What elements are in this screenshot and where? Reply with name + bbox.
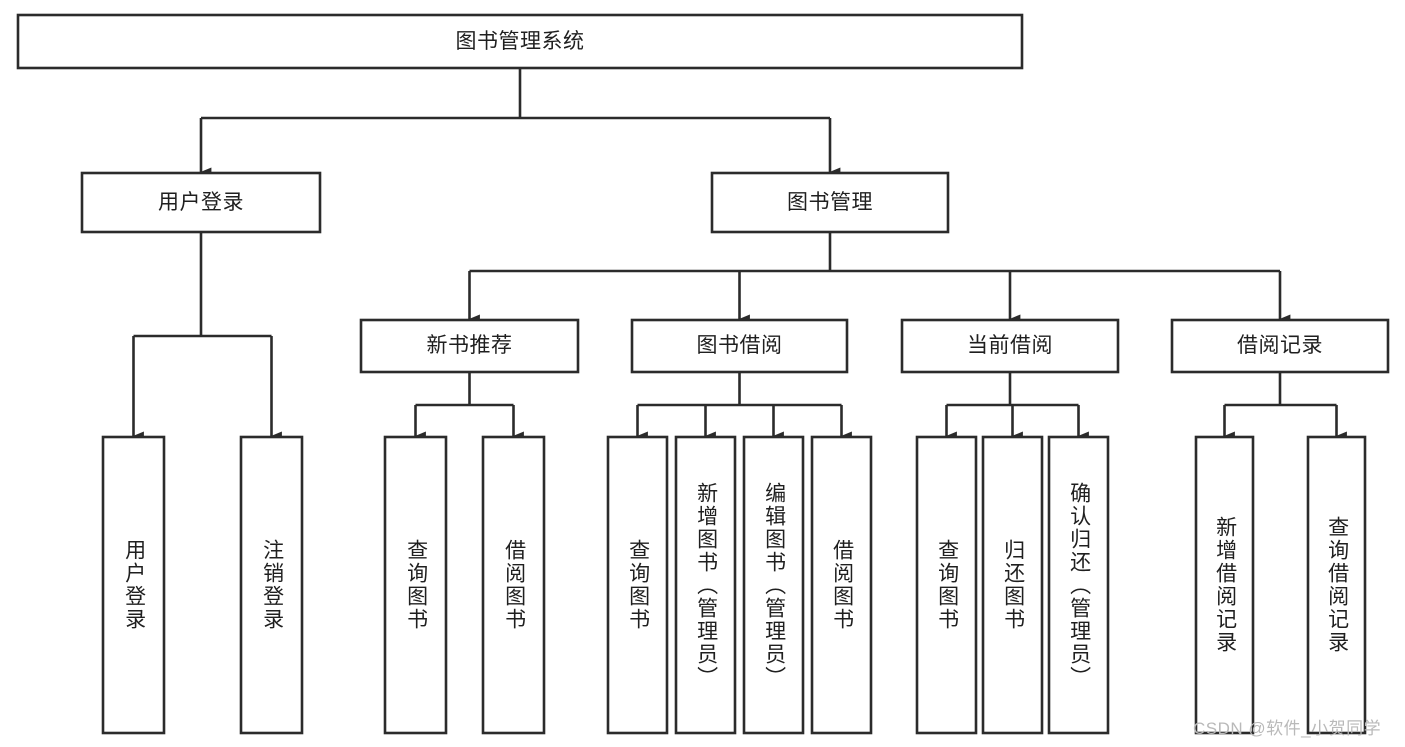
node-box-current-borrow bbox=[900, 318, 1120, 374]
node-box-leaf-borrow-book-1 bbox=[481, 435, 546, 735]
node-box-leaf-query-book-1 bbox=[383, 435, 448, 735]
node-box-leaf-query-book-3 bbox=[915, 435, 978, 735]
node-box-leaf-user-login bbox=[101, 435, 166, 735]
node-box-leaf-query-book-2 bbox=[606, 435, 669, 735]
node-box-leaf-query-record bbox=[1306, 435, 1367, 735]
node-box-book-management bbox=[710, 171, 950, 234]
node-box-leaf-add-book bbox=[674, 435, 737, 735]
watermark: CSDN @软件_小贺同学 bbox=[1193, 719, 1382, 738]
node-box-borrow-record bbox=[1170, 318, 1390, 374]
node-box-root bbox=[16, 13, 1024, 70]
node-box-leaf-logout bbox=[239, 435, 304, 735]
node-box-new-book-recommend bbox=[359, 318, 580, 374]
node-box-leaf-confirm-return bbox=[1047, 435, 1110, 735]
node-box-leaf-edit-book bbox=[742, 435, 805, 735]
node-box-leaf-borrow-book-2 bbox=[810, 435, 873, 735]
node-box-leaf-add-record bbox=[1194, 435, 1255, 735]
node-box-user-login bbox=[80, 171, 322, 234]
node-box-leaf-return-book bbox=[981, 435, 1044, 735]
node-box-book-borrow bbox=[630, 318, 849, 374]
